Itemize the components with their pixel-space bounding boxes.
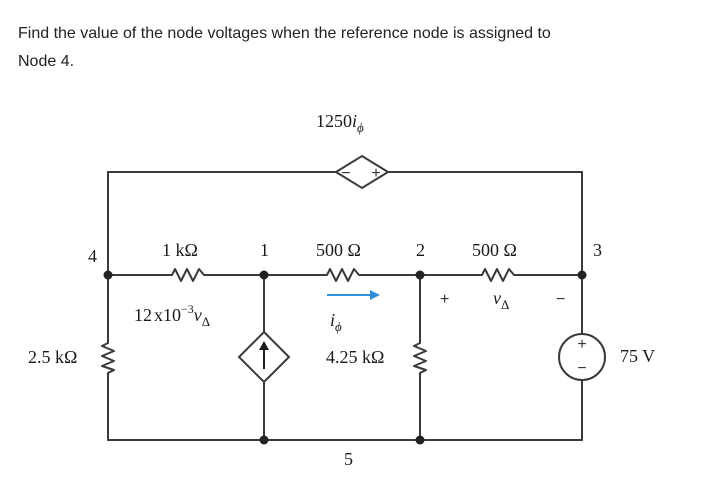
- resistor-4-25k-label: 4.25 kΩ: [326, 347, 384, 367]
- node-4-dot: [103, 270, 113, 280]
- resistor-2-5k-label: 2.5 kΩ: [28, 347, 77, 367]
- node-label-3: 3: [593, 240, 602, 260]
- dependent-current-source: [237, 330, 291, 384]
- resistor-500b-label: 500 Ω: [472, 240, 517, 260]
- node-label-1: 1: [260, 240, 269, 260]
- resistor-500a-label: 500 Ω: [316, 240, 361, 260]
- arrow-up-icon: [259, 341, 269, 350]
- dvs-plus: +: [371, 165, 380, 182]
- voltage-source-75v: + −: [558, 333, 606, 381]
- resistor-1k-label: 1 kΩ: [162, 240, 198, 260]
- dependent-voltage-source: − +: [334, 154, 390, 190]
- resistor-2-5k: [101, 342, 115, 374]
- question-line-1: Find the value of the node voltages when…: [18, 25, 551, 42]
- node-5-dot-a: [259, 435, 269, 445]
- vdelta-plus: +: [440, 291, 449, 308]
- resistor-4-25k: [413, 342, 427, 374]
- node-1-dot: [259, 270, 269, 280]
- node-2-dot: [415, 270, 425, 280]
- vs-minus: −: [577, 360, 586, 377]
- resistor-1k: [171, 268, 205, 282]
- node-label-4: 4: [88, 246, 97, 266]
- question-text: Find the value of the node voltages when…: [18, 20, 678, 76]
- dvs-label: 1250iϕ: [316, 111, 364, 135]
- vdelta-minus: −: [556, 291, 565, 308]
- node-dots: [103, 270, 587, 445]
- node-5-dot-b: [415, 435, 425, 445]
- resistor-500-b: [481, 268, 515, 282]
- dvs-minus: −: [341, 165, 350, 182]
- question-line-2: Node 4.: [18, 53, 75, 70]
- current-label: iϕ: [330, 310, 342, 334]
- voltage-source-label: 75 V: [620, 346, 655, 366]
- vdelta-label: vΔ: [493, 288, 509, 312]
- node-label-5: 5: [344, 449, 353, 469]
- node-3-dot: [577, 270, 587, 280]
- node-label-2: 2: [416, 240, 425, 260]
- resistor-500-a: [326, 268, 360, 282]
- current-arrow-icon: [327, 290, 380, 300]
- dcs-label: 12x1210−3vΔ: [134, 302, 210, 329]
- wires: [107, 171, 583, 441]
- vs-plus: +: [577, 336, 586, 353]
